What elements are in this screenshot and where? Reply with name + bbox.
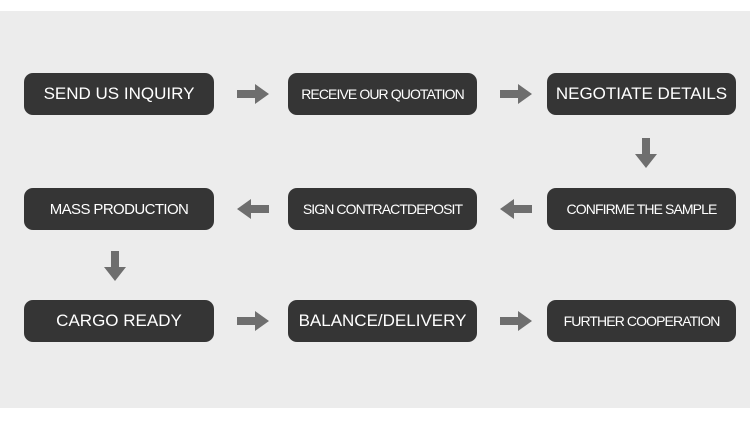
arrow-left-icon [500, 199, 532, 219]
arrow-left-icon [237, 199, 269, 219]
step-cargo-ready: CARGO READY [24, 300, 214, 342]
step-label: RECEIVE OUR QUOTATION [301, 86, 465, 102]
arrow-right-icon [500, 84, 532, 104]
step-label: MASS PRODUCTION [49, 200, 189, 218]
step-receive-our-quotation: RECEIVE OUR QUOTATION [288, 73, 477, 115]
process-flow-panel: SEND US INQUIRY RECEIVE OUR QUOTATION NE… [0, 11, 750, 408]
step-sign-contract-deposit: SIGN CONTRACTDEPOSIT [288, 188, 477, 230]
arrow-down-icon [104, 251, 126, 281]
step-label: SEND US INQUIRY [43, 84, 195, 103]
step-balance-delivery: BALANCE/DELIVERY [288, 300, 477, 342]
step-confirme-the-sample: CONFIRME THE SAMPLE [547, 188, 736, 230]
step-label: CARGO READY [56, 311, 182, 330]
step-label: FURTHER COOPERATION [563, 313, 721, 329]
arrow-right-icon [500, 311, 532, 331]
step-label: SIGN CONTRACTDEPOSIT [302, 201, 463, 217]
arrow-down-icon [635, 138, 657, 168]
step-further-cooperation: FURTHER COOPERATION [547, 300, 736, 342]
arrow-right-icon [237, 311, 269, 331]
step-mass-production: MASS PRODUCTION [24, 188, 214, 230]
step-label: NEGOTIATE DETAILS [555, 84, 728, 103]
arrow-right-icon [237, 84, 269, 104]
step-send-us-inquiry: SEND US INQUIRY [24, 73, 214, 115]
step-label: CONFIRME THE SAMPLE [566, 201, 718, 217]
step-label: BALANCE/DELIVERY [298, 311, 467, 330]
step-negotiate-details: NEGOTIATE DETAILS [547, 73, 736, 115]
